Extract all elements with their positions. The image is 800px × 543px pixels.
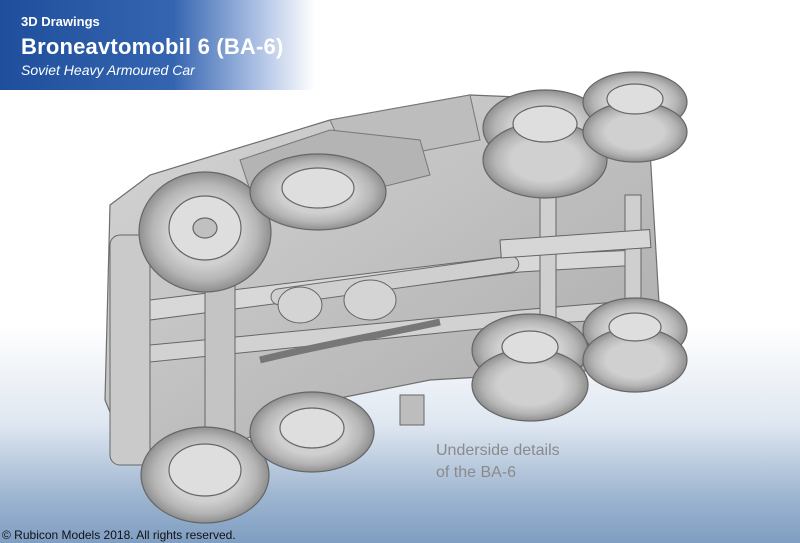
wheels — [138, 71, 688, 524]
page-title: Broneavtomobil 6 (BA-6) — [21, 34, 284, 59]
copyright-notice: © Rubicon Models 2018. All rights reserv… — [2, 528, 236, 542]
caption-line-2: of the BA-6 — [436, 464, 517, 481]
caption-line-1: Underside details — [436, 442, 560, 459]
image-caption: Underside details of the BA-6 — [436, 440, 560, 484]
title-banner: 3D Drawings Broneavtomobil 6 (BA-6) Sovi… — [0, 0, 315, 90]
page-subtitle: Soviet Heavy Armoured Car — [21, 62, 195, 78]
section-label: 3D Drawings — [21, 14, 100, 29]
